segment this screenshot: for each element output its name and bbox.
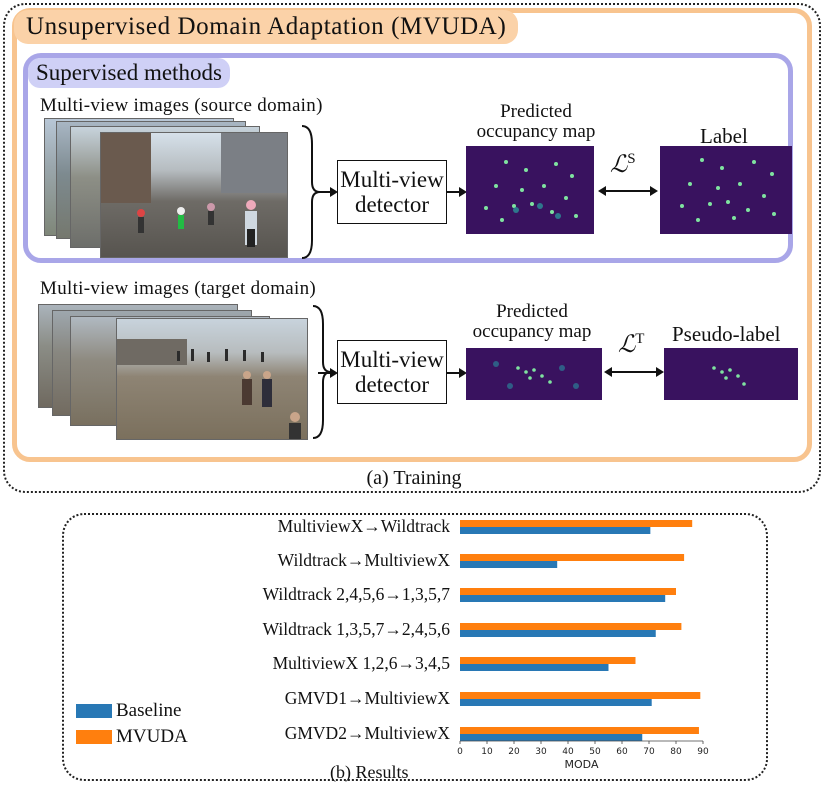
source-loss-sup: S (627, 151, 636, 167)
x-tick-label: 60 (616, 747, 628, 757)
category-label: Wildtrack 1,3,5,7→2,4,5,6 (262, 619, 450, 639)
bar-baseline (460, 699, 652, 706)
x-tick-label: 10 (481, 747, 493, 757)
x-tick-label: 30 (535, 747, 547, 757)
source-detector-line1: Multi-view (340, 167, 444, 192)
source-pred-heatmap-points (484, 160, 578, 222)
training-panel-frame (3, 3, 821, 493)
target-image-view-4 (116, 318, 308, 440)
source-arrow-to-map (447, 184, 467, 205)
source-pred-title-line1: Predicted (500, 101, 572, 122)
bar-mvuda (460, 692, 701, 699)
source-predicted-occupancy-map (466, 146, 594, 234)
target-pred-heatmap-points (493, 361, 579, 389)
bar-baseline (460, 595, 666, 602)
source-pred-title: Predicted occupancy map (466, 102, 606, 142)
target-detector-line2: detector (354, 372, 430, 397)
source-loss-symbol: ℒS (610, 150, 636, 179)
bar-baseline (460, 561, 558, 568)
source-detector-line2: detector (354, 192, 430, 217)
label-title: Label (700, 124, 748, 148)
bar-mvuda (460, 657, 636, 664)
target-loss-main: ℒ (618, 332, 636, 358)
legend-swatch-baseline (76, 704, 112, 718)
bar-mvuda (460, 520, 693, 527)
x-tick-label: 50 (589, 747, 601, 757)
training-caption: (a) Training (366, 467, 462, 489)
label-heatmap-points (680, 158, 776, 222)
legend-label-mvuda: MVUDA (116, 726, 188, 747)
pseudo-label-title: Pseudo-label (672, 322, 781, 346)
bar-mvuda (460, 727, 699, 734)
legend-item-mvuda: MVUDA (76, 726, 188, 748)
x-tick-label: 70 (643, 747, 655, 757)
source-scene-figures (101, 133, 287, 247)
x-tick-label: 40 (562, 747, 574, 757)
x-tick-label: 0 (457, 747, 463, 757)
bar-mvuda (460, 588, 676, 595)
target-scene-figures (117, 339, 301, 439)
bar-mvuda (460, 623, 682, 630)
chart-legend: Baseline MVUDA (76, 700, 188, 748)
x-tick-label: 20 (508, 747, 520, 757)
source-arrow-to-detector (318, 184, 338, 205)
category-label: Wildtrack→MultiviewX (277, 550, 450, 570)
target-image-stack (38, 304, 308, 440)
source-loss-main: ℒ (610, 152, 628, 178)
legend-swatch-mvuda (76, 730, 112, 744)
target-arrow-to-map (447, 365, 467, 386)
target-pred-title-line2: occupancy map (472, 321, 592, 342)
pseudo-label-map (664, 348, 798, 400)
target-loss-symbol: ℒT (618, 330, 644, 359)
uda-title: Unsupervised Domain Adaptation (MVUDA) (14, 10, 519, 44)
bar-mvuda (460, 554, 685, 561)
pseudo-label-points (712, 366, 746, 386)
target-detector-line1: Multi-view (340, 347, 444, 372)
supervised-title: Supervised methods (28, 58, 230, 88)
target-loss-sup: T (635, 331, 645, 347)
legend-item-baseline: Baseline (76, 700, 188, 722)
legend-label-baseline: Baseline (116, 700, 182, 721)
x-axis-label: MODA (565, 758, 599, 771)
source-domain-label: Multi-view images (source domain) (40, 95, 323, 116)
category-label: Wildtrack 2,4,5,6→1,3,5,7 (262, 584, 450, 604)
target-pred-title: Predicted occupancy map (462, 302, 602, 342)
category-label: GMVD1→MultiviewX (284, 688, 450, 708)
results-panel-frame (62, 513, 768, 781)
category-label: MultiviewX 1,2,6→3,4,5 (272, 653, 450, 673)
bar-baseline (460, 734, 643, 741)
ground-truth-label-map (660, 146, 792, 234)
source-image-view-4 (100, 132, 288, 258)
target-loss-arrow (604, 364, 664, 385)
bar-baseline (460, 527, 651, 534)
category-label: MultiviewX→Wildtrack (277, 516, 450, 536)
source-image-stack (44, 118, 288, 258)
target-pred-title-line1: Predicted (496, 301, 568, 322)
x-tick-label: 80 (670, 747, 682, 757)
x-tick-label: 90 (697, 747, 709, 757)
source-pred-title-line2: occupancy map (476, 121, 596, 142)
target-arrow-to-detector (318, 365, 338, 386)
source-loss-arrow (598, 183, 658, 204)
source-detector-box: Multi-view detector (337, 160, 447, 224)
target-domain-label: Multi-view images (target domain) (40, 278, 317, 299)
bar-baseline (460, 630, 656, 637)
category-label: GMVD2→MultiviewX (284, 723, 450, 743)
target-detector-box: Multi-view detector (337, 340, 447, 404)
results-caption: (b) Results (330, 762, 409, 782)
target-predicted-occupancy-map (466, 348, 602, 400)
bar-baseline (460, 664, 609, 671)
